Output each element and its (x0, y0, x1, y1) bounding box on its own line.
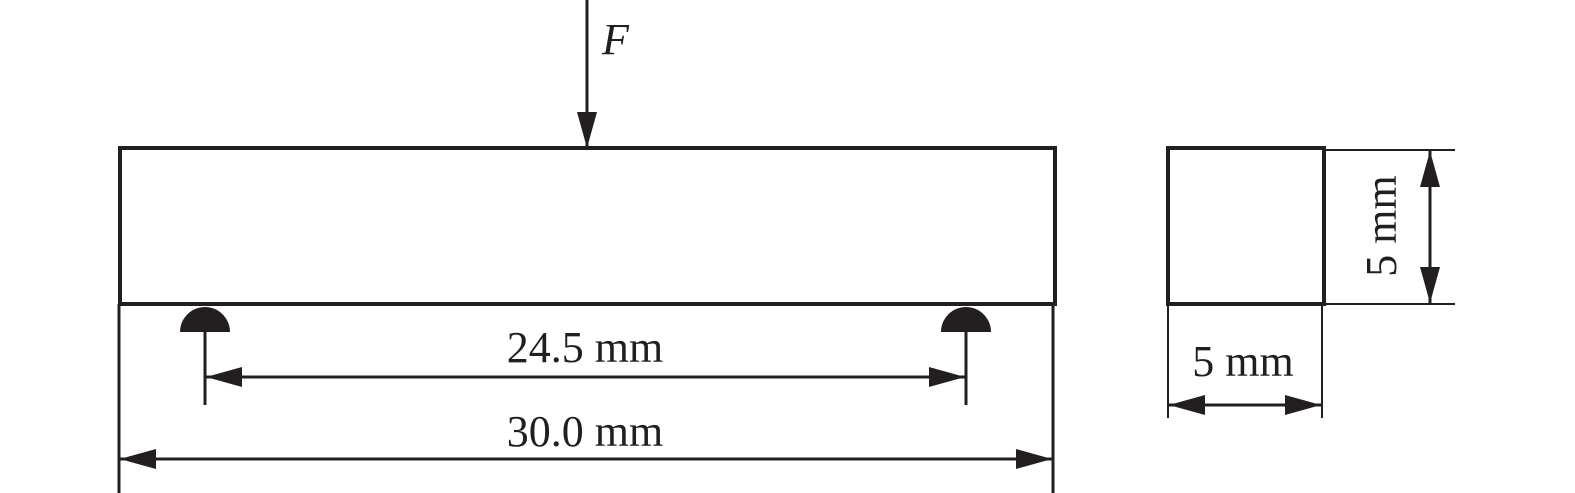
force-label: F (601, 15, 630, 64)
cross-section (1166, 146, 1326, 306)
right-support (941, 307, 991, 332)
length-label: 30.0 mm (507, 407, 663, 456)
beam (118, 146, 1057, 306)
span-label: 24.5 mm (507, 323, 663, 372)
height-label: 5 mm (1357, 175, 1406, 276)
width-label: 5 mm (1192, 337, 1293, 386)
height-arrowheads (1420, 151, 1440, 303)
left-support (180, 307, 230, 332)
force-arrowhead (577, 112, 597, 148)
width-arrowheads (1169, 395, 1321, 415)
